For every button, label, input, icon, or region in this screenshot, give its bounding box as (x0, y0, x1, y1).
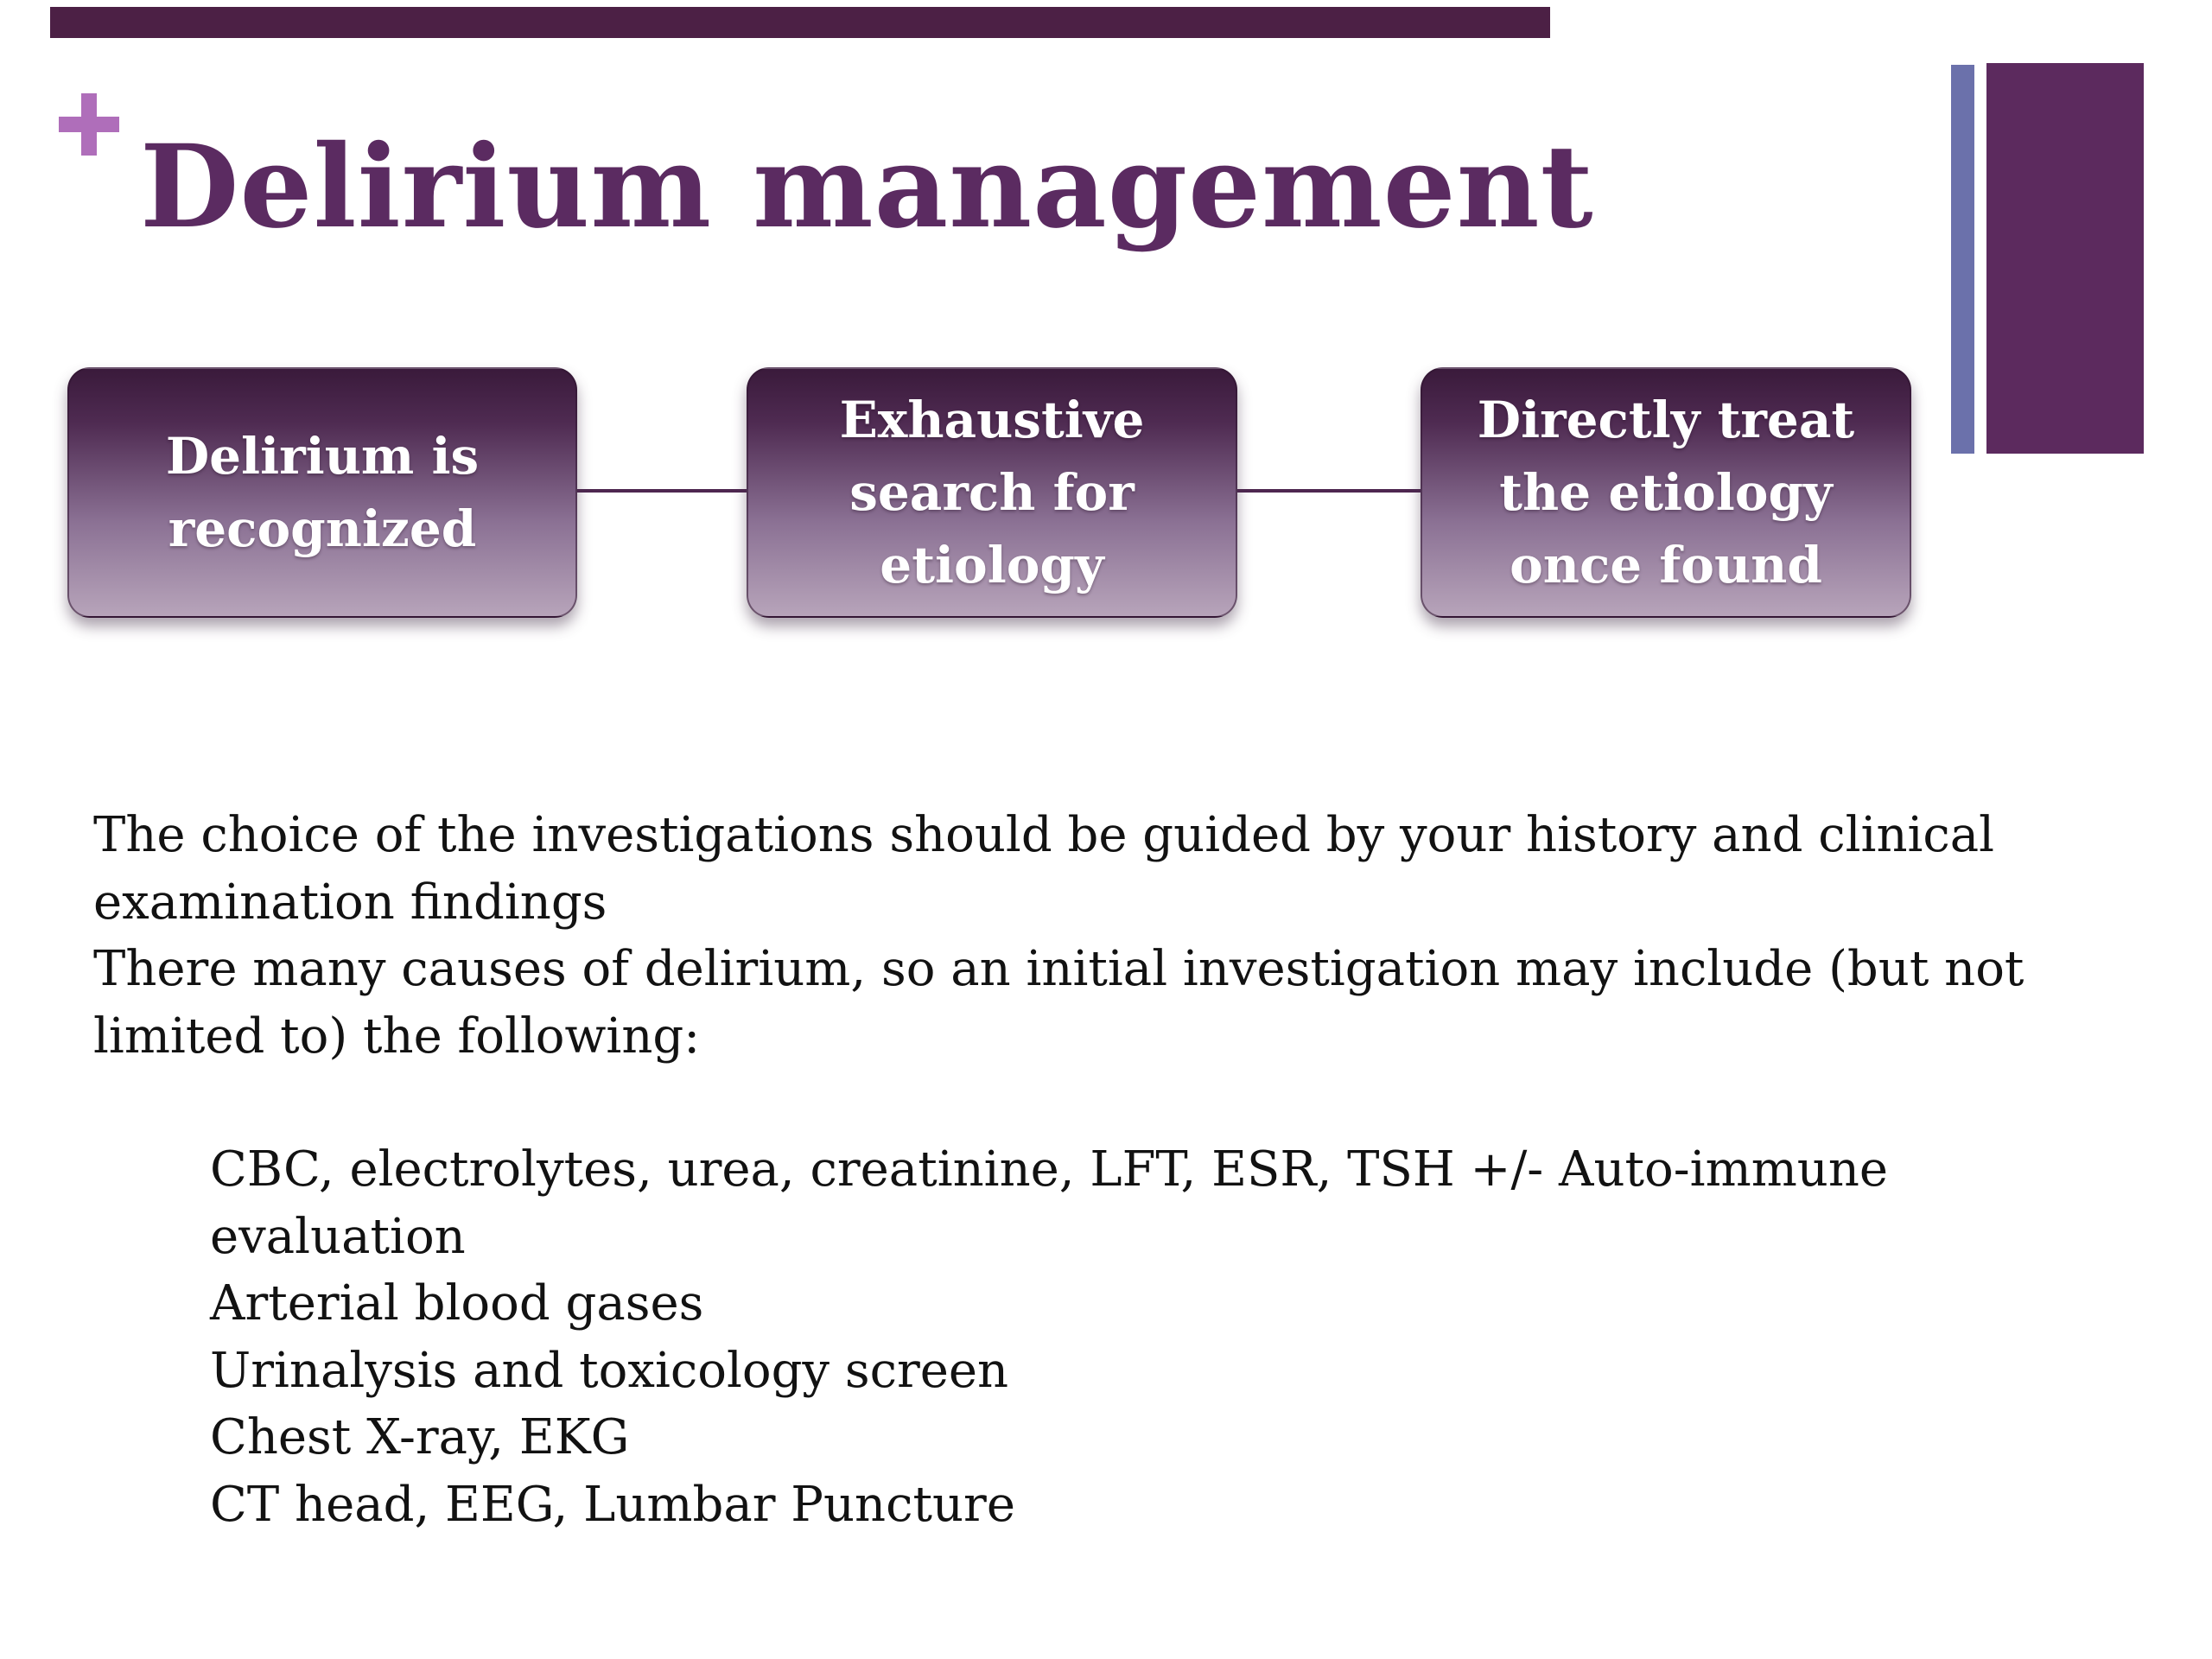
right-accent-bar-wide (1986, 63, 2144, 454)
flow-box-label: Exhaustive search for etiology (840, 384, 1145, 601)
investigation-list-line: Urinalysis and toxicology screen (210, 1342, 1009, 1399)
investigation-list-line: evaluation (210, 1208, 466, 1265)
flow-box-line: etiology (880, 536, 1104, 594)
right-accent-bar-thin (1951, 65, 1974, 454)
flow-connector-2 (1234, 489, 1424, 493)
flow-box-line: recognized (168, 499, 477, 558)
flow-box-line: the etiology (1499, 463, 1833, 522)
flow-box-exhaustive-search: Exhaustive search for etiology (747, 367, 1237, 618)
body-paragraph-line: The choice of the investigations should … (93, 807, 1995, 863)
plus-icon-horizontal-arm (59, 117, 119, 132)
body-paragraph: The choice of the investigations should … (93, 802, 2024, 1070)
investigations-list: CBC, electrolytes, urea, creatinine, LFT… (210, 1136, 1888, 1538)
page-title: Delirium management (140, 120, 1594, 254)
flow-box-label: Delirium is recognized (166, 420, 479, 565)
flow-box-line: Delirium is (165, 427, 480, 486)
investigation-list-line: CT head, EEG, Lumbar Puncture (210, 1476, 1015, 1533)
flow-box-directly-treat: Directly treat the etiology once found (1421, 367, 1911, 618)
investigation-list-line: CBC, electrolytes, urea, creatinine, LFT… (210, 1141, 1889, 1198)
flow-connector-1 (574, 489, 750, 493)
body-paragraph-line: examination findings (93, 874, 607, 931)
body-paragraph-line: limited to) the following: (93, 1007, 701, 1065)
flow-box-line: once found (1510, 536, 1822, 594)
flow-box-line: search for (849, 463, 1135, 522)
flow-box-line: Directly treat (1477, 391, 1855, 449)
flow-box-label: Directly treat the etiology once found (1478, 384, 1854, 601)
top-accent-bar (50, 7, 1550, 38)
body-paragraph-line: There many causes of delirium, so an ini… (93, 941, 2024, 997)
investigation-list-line: Chest X-ray, EKG (210, 1409, 630, 1465)
plus-icon (59, 93, 119, 156)
investigation-list-line: Arterial blood gases (210, 1275, 704, 1332)
flow-box-delirium-recognized: Delirium is recognized (67, 367, 577, 618)
flow-box-line: Exhaustive (839, 391, 1145, 449)
